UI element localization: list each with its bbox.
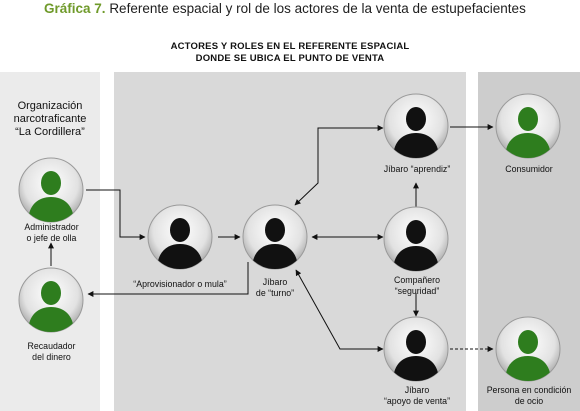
label-recaudador-line1: Recaudador [27,341,76,351]
label-consumidor-line1: Consumidor [505,164,553,174]
figure-title: Gráfica 7. Referente espacial y rol de l… [44,1,526,16]
organization-label: Organización narcotraficante “La Cordill… [0,100,100,139]
label-jibaro-apoyo-line2: “apoyo de venta” [383,396,451,406]
diagram-heading-line2: DONDE SE UBICA EL PUNTO DE VENTA [195,53,385,64]
label-administrador-line2: o jefe de olla [26,233,77,243]
diagram-heading-line1: ACTORES Y ROLES EN EL REFERENTE ESPACIAL [170,41,410,52]
label-recaudador: Recaudador del dinero [0,341,103,363]
person-icon-companero [383,206,449,272]
figure-number: Gráfica 7. [44,1,106,16]
organization-label-line1: Organización [17,100,83,112]
label-persona-ocio-line2: de ocio [514,396,544,406]
figure-title-text: Referente espacial y rol de los actores … [109,1,526,16]
label-jibaro-aprendiz-line1: Jíbaro “aprendiz” [383,164,451,174]
person-icon-administrador [18,157,84,223]
label-persona-ocio: Persona en condición de ocio [478,385,580,407]
person-icon-jibaro-turno [242,204,308,270]
person-icon-recaudador [18,267,84,333]
label-recaudador-line2: del dinero [32,352,71,362]
person-icon-consumidor [495,93,561,159]
label-persona-ocio-line1: Persona en condición [486,385,572,395]
label-companero: Compañero “seguridad” [365,275,469,297]
label-jibaro-turno-line2: de “turno” [255,288,295,298]
label-administrador-line1: Administrador [24,222,79,232]
panel-organization [0,72,100,411]
label-jibaro-aprendiz: Jíbaro “aprendiz” [362,164,472,175]
person-icon-persona-ocio [495,316,561,382]
label-aprovisionador-line1: “Aprovisionador o mula” [133,279,227,289]
label-companero-line1: Compañero [394,275,440,285]
label-companero-line2: “seguridad” [394,286,440,296]
person-icon-jibaro-aprendiz [383,93,449,159]
arrow-jibaro-turno-to-recaudador [87,262,249,297]
organization-label-line2: narcotraficante [13,113,87,125]
arrow-jibaro-turno-apoyo [295,269,384,352]
arrow-jibaro-turno-aprendiz [294,125,384,206]
label-jibaro-apoyo: Jíbaro “apoyo de venta” [362,385,472,407]
label-jibaro-turno-line1: Jíbaro [262,277,288,287]
label-aprovisionador: “Aprovisionador o mula” [110,279,250,290]
organization-label-line3: “La Cordillera” [15,126,85,138]
label-consumidor: Consumidor [478,164,580,175]
label-jibaro-turno: Jíbaro de “turno” [225,277,325,299]
arrow-administrador-to-aprovisionador [86,189,146,240]
label-administrador: Administrador o jefe de olla [0,222,103,244]
label-jibaro-apoyo-line1: Jíbaro [404,385,430,395]
person-icon-jibaro-apoyo [383,316,449,382]
person-icon-aprovisionador [147,204,213,270]
